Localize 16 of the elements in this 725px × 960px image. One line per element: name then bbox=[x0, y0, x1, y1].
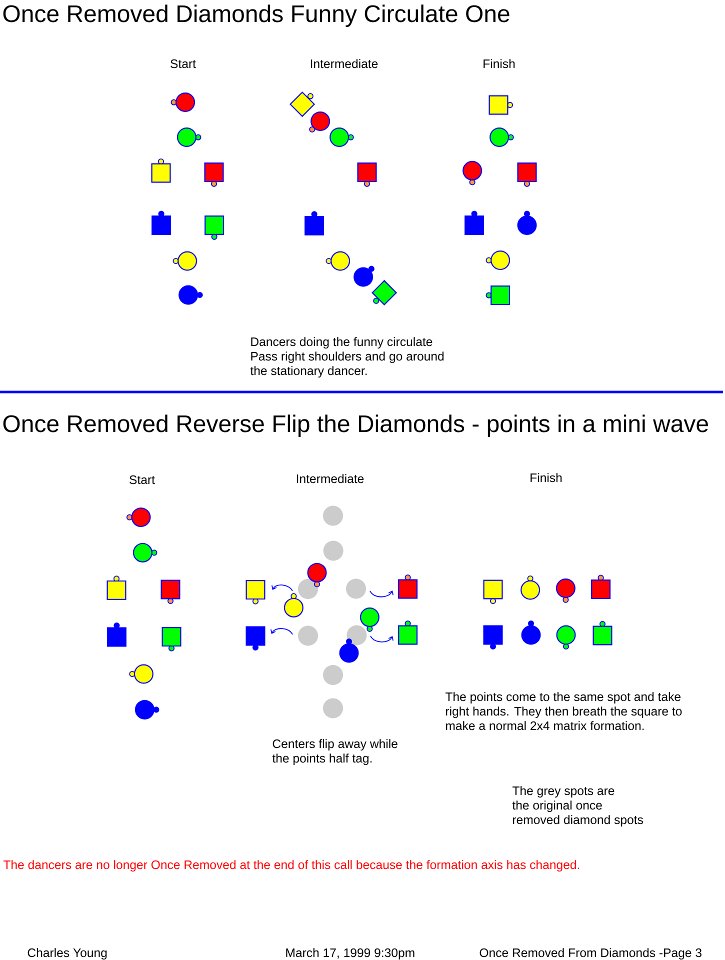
footer-text: Once Removed From Diamonds -Page 3 bbox=[480, 948, 702, 960]
note: The points come to the same spot and take right hands. They then breath the square to make a normal 2x4 matrix formation. bbox=[446, 692, 682, 730]
section-heading: Once Removed Reverse Flip the Diamonds - points in a mini wave bbox=[3, 414, 708, 437]
footer-text: Charles Young bbox=[28, 948, 107, 960]
column-label: Start bbox=[130, 475, 155, 484]
column-label: Finish bbox=[530, 473, 562, 482]
column-label: Intermediate bbox=[296, 474, 364, 484]
note: Dancers doing the funny circulate Pass right shoulders and go around the stationary dancer. bbox=[250, 337, 444, 378]
note: The dancers are no longer Once Removed at the end of this call because the formation axis has changed. bbox=[3, 860, 580, 872]
column-label: Finish bbox=[484, 59, 515, 68]
footer-text: March 17, 1999 9:30pm bbox=[286, 948, 414, 960]
note: The grey spots are the original once removed diamond spots bbox=[512, 786, 643, 827]
note: Centers flip away while the points half tag. bbox=[272, 739, 398, 766]
title: Once Removed Diamonds Funny Circulate One bbox=[3, 4, 510, 27]
column-label: Intermediate bbox=[310, 59, 378, 68]
column-label: Start bbox=[170, 59, 196, 68]
